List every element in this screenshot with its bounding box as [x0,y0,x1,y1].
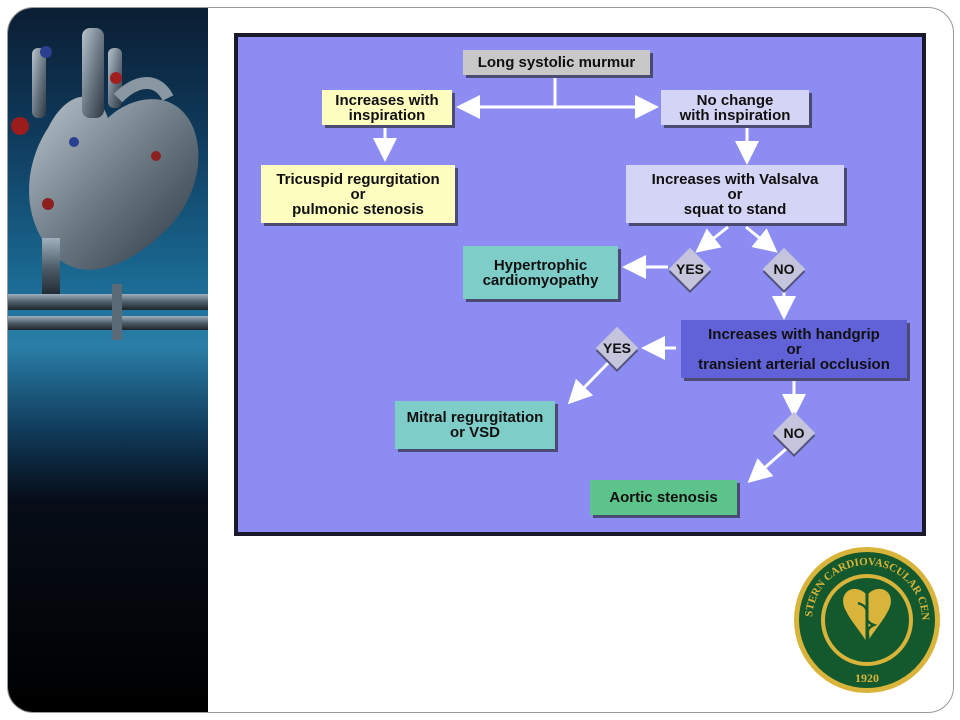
node-aortic-stenosis: Aortic stenosis [590,480,737,515]
node-mitral-regurgitation: Mitral regurgitation or VSD [395,401,555,449]
node-increases-with-inspiration: Increases with inspiration [322,90,452,125]
flowchart-background: Long systolic murmur Increases with insp… [238,37,922,532]
node-hypertrophic-cardiomyopathy: Hypertrophic cardiomyopathy [463,246,618,299]
node-long-systolic-murmur: Long systolic murmur [463,50,650,75]
decision-no-valsalva: NO [762,247,806,291]
decision-no-label: NO [773,261,795,277]
node-increases-with-valsalva: Increases with Valsalva or squat to stan… [626,165,844,223]
seal-year: 1920 [855,671,879,685]
connector-valsalva-no [745,225,778,253]
heart-machine-illustration [8,8,208,712]
node-tricuspid-regurgitation: Tricuspid regurgitation or pulmonic sten… [261,165,455,223]
decision-no-handgrip: NO [772,411,816,455]
node-no-change-with-inspiration: No change with inspiration [661,90,809,125]
decision-yes-label: YES [602,340,631,356]
decision-yes-label: YES [675,261,704,277]
decision-yes-valsalva: YES [668,247,712,291]
connector-valsalva-yes [695,225,729,253]
heart-machine-icon [8,28,208,340]
decision-yes-handgrip: YES [595,326,639,370]
flowchart-frame: Long systolic murmur Increases with insp… [234,33,926,536]
slide: Long systolic murmur Increases with insp… [7,7,954,713]
decision-no-label: NO [783,425,805,441]
node-increases-with-handgrip: Increases with handgrip or transient art… [681,320,907,378]
stern-cardiovascular-center-seal: THE STERN CARDIOVASCULAR CENTER 1920 [792,545,940,693]
